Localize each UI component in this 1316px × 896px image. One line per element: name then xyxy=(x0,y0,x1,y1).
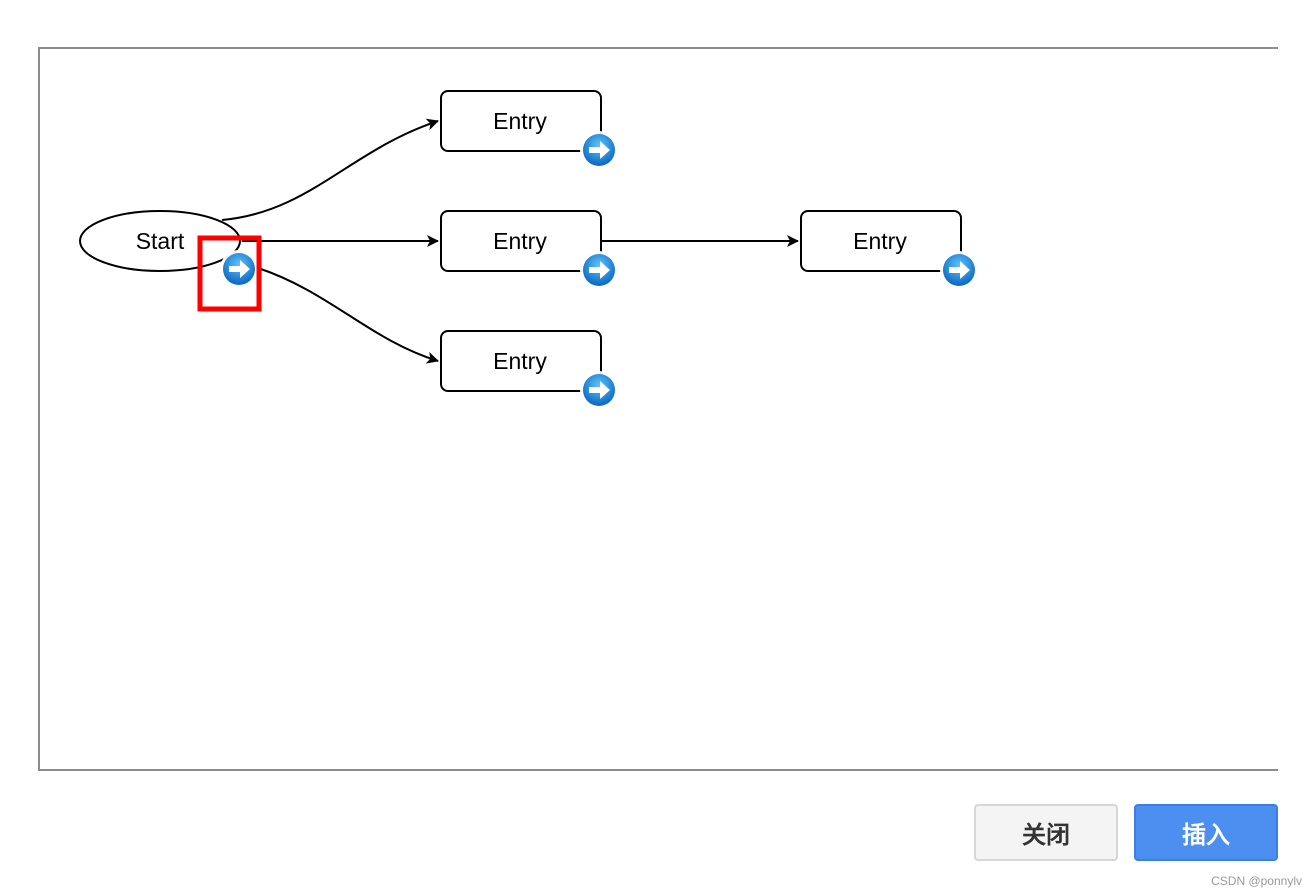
highlight-box xyxy=(197,235,262,312)
entry-node-2-label: Entry xyxy=(493,228,547,254)
arrow-right-circle-icon[interactable] xyxy=(580,251,618,289)
edge-start-entry1[interactable] xyxy=(221,118,439,221)
start-node-label: Start xyxy=(136,228,185,254)
start-node[interactable]: Start xyxy=(79,210,241,272)
arrow-right-circle-icon[interactable] xyxy=(940,251,978,289)
edge-start-entry3[interactable] xyxy=(257,267,439,364)
watermark: CSDN @ponnylv xyxy=(1211,874,1302,888)
diagram-canvas[interactable] xyxy=(38,47,1278,771)
entry-node-3-label: Entry xyxy=(493,348,547,374)
entry-node-2[interactable]: Entry xyxy=(440,210,602,272)
arrow-right-circle-icon[interactable] xyxy=(580,371,618,409)
entry-node-1-label: Entry xyxy=(493,108,547,134)
entry-node-4[interactable]: Entry xyxy=(800,210,962,272)
arrow-right-circle-icon[interactable] xyxy=(220,250,258,288)
arrow-right-circle-icon[interactable] xyxy=(580,131,618,169)
entry-node-3[interactable]: Entry xyxy=(440,330,602,392)
entry-node-1[interactable]: Entry xyxy=(440,90,602,152)
entry-node-4-label: Entry xyxy=(853,228,907,254)
insert-button[interactable]: 插入 xyxy=(1134,804,1278,861)
close-button[interactable]: 关闭 xyxy=(974,804,1118,861)
